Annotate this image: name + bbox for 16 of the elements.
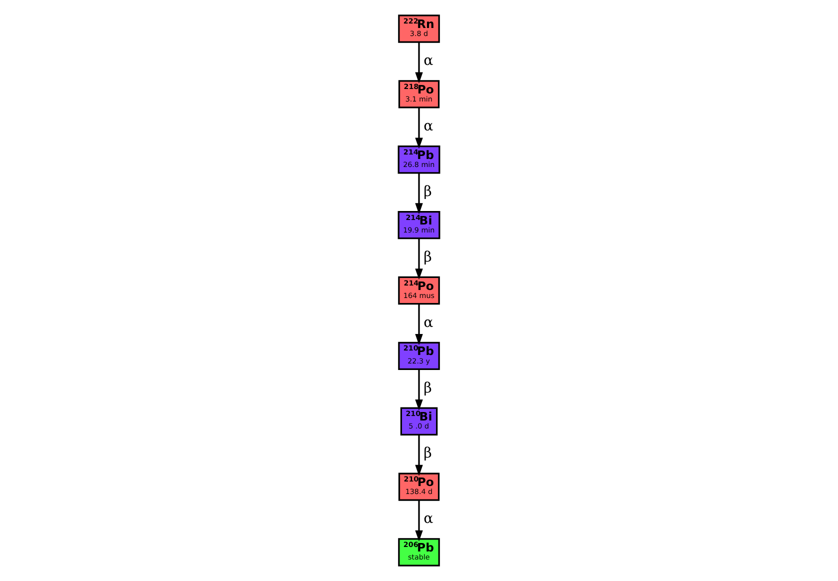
- arrow: [415, 172, 423, 214]
- arrow: [415, 42, 423, 84]
- edge-label: α: [424, 118, 434, 135]
- arrow: [415, 238, 423, 280]
- arrow: [415, 500, 423, 542]
- arrow: [415, 108, 423, 149]
- edge-label: β: [424, 184, 432, 200]
- arrow: [415, 369, 423, 411]
- arrow: [415, 304, 423, 346]
- edge-label: β: [424, 249, 432, 266]
- arrow: [415, 434, 423, 476]
- edge-label: α: [424, 511, 434, 528]
- edge-label: α: [424, 53, 434, 70]
- edge-label: β: [424, 446, 432, 462]
- edge-label: β: [424, 380, 432, 396]
- edge-label: α: [424, 314, 434, 331]
